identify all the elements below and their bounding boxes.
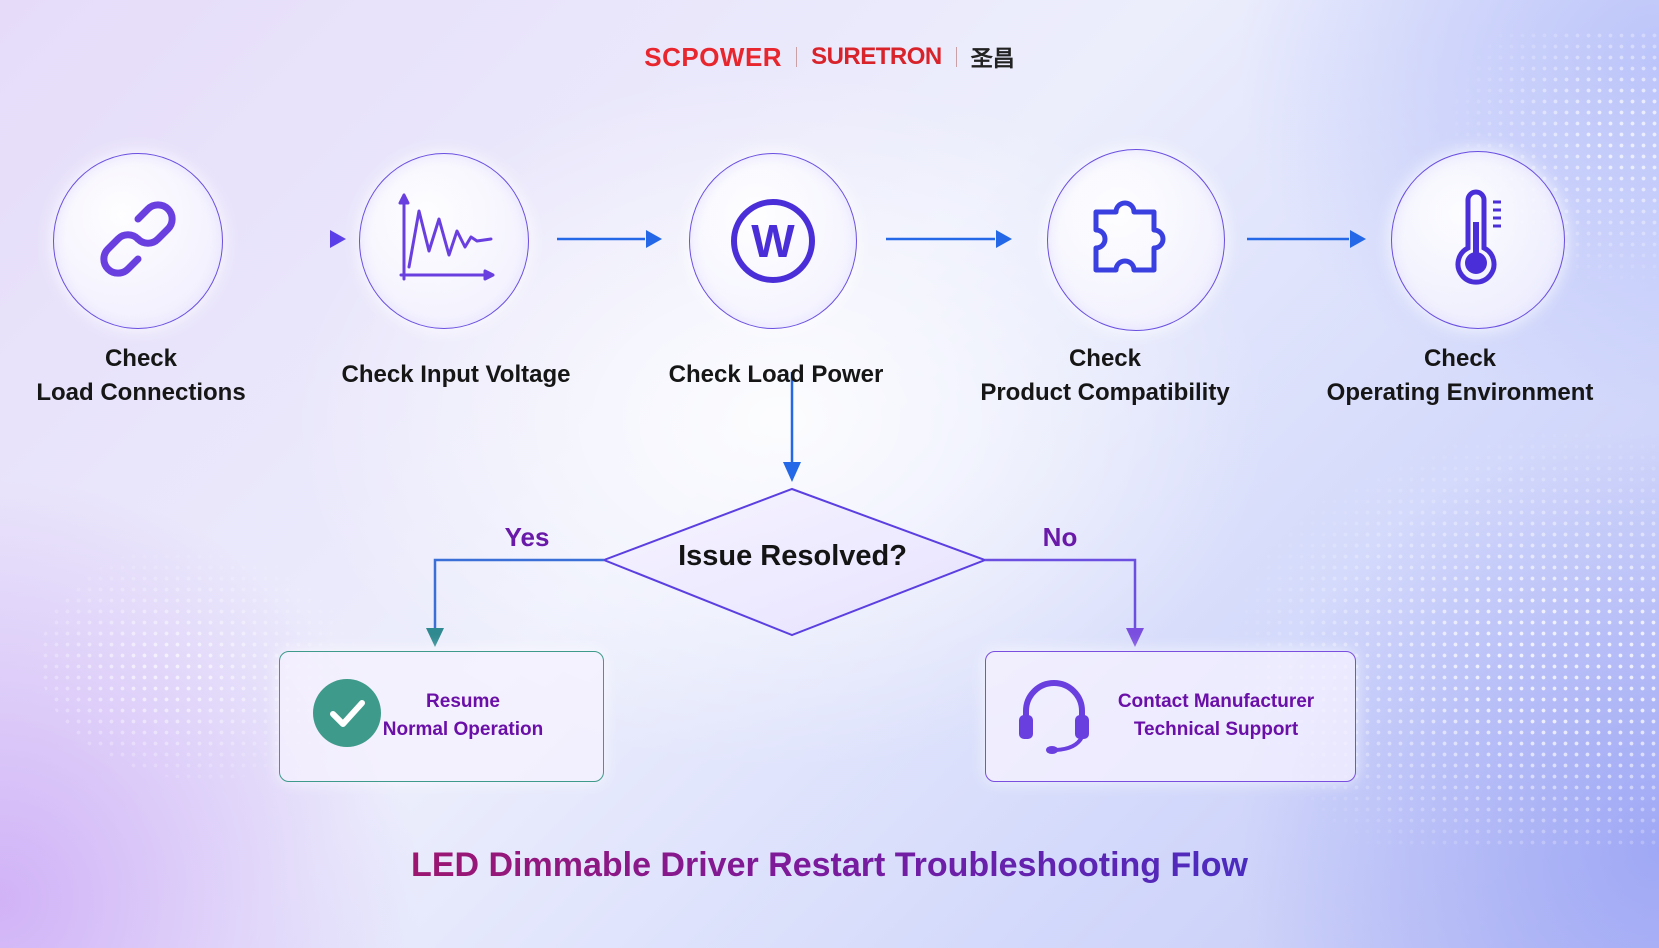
logo-suretron: SURETRON: [811, 43, 942, 70]
step-product-compatibility-label: Check Product Compatibility: [980, 345, 1230, 406]
arrow-step1-to-step2: [247, 230, 346, 248]
thermometer-icon: [1438, 188, 1518, 293]
watt-icon-letter: W: [751, 215, 795, 267]
step-operating-environment-node: [1391, 151, 1565, 329]
step-input-voltage-node: [359, 153, 529, 329]
voltage-waveform-icon: [389, 189, 499, 294]
step-operating-environment-label: Check Operating Environment: [1326, 345, 1594, 406]
headset-icon: [1016, 677, 1092, 757]
arrow-step4-to-step5: [1247, 230, 1366, 248]
outcome-resume-text: Resume Normal Operation: [382, 691, 544, 740]
arrow-step3-to-step4: [886, 230, 1012, 248]
chain-link-icon: [88, 189, 188, 294]
step-input-voltage-label: Check Input Voltage: [341, 361, 571, 388]
arrow-step2-to-step3: [557, 230, 662, 248]
no-branch-label: No: [1042, 522, 1078, 552]
logo-divider: [796, 47, 798, 67]
brand-logo: SCPOWER SURETRON 圣昌: [0, 40, 1659, 74]
logo-scpower: SCPOWER: [644, 41, 783, 72]
decision-question: Issue Resolved?: [678, 540, 907, 572]
logo-divider: [955, 47, 957, 67]
check-circle-icon: [313, 679, 381, 747]
yes-branch-label: Yes: [504, 522, 550, 552]
arrow-to-decision: [783, 372, 801, 482]
step-load-power-node: W: [689, 153, 857, 329]
watt-icon: W: [728, 196, 818, 286]
decision-diamond: [601, 487, 988, 637]
arrow-no-branch: [985, 558, 1144, 647]
step-load-connections-node: [53, 153, 223, 329]
step-load-power-label: Check Load Power: [668, 361, 884, 388]
puzzle-piece-icon: [1086, 188, 1186, 293]
step-load-connections-label: Check Load Connections: [36, 345, 246, 406]
outcome-contact-text: Contact Manufacturer Technical Support: [1117, 691, 1315, 740]
outcome-resume-normal-operation: Resume Normal Operation: [279, 651, 604, 782]
logo-chinese: 圣昌: [970, 46, 1015, 72]
diagram-title: LED Dimmable Driver Restart Troubleshoot…: [411, 846, 1248, 884]
step-product-compatibility-node: [1047, 149, 1225, 331]
outcome-contact-technical-support: Contact Manufacturer Technical Support: [985, 651, 1356, 782]
arrow-yes-branch: [426, 558, 604, 647]
